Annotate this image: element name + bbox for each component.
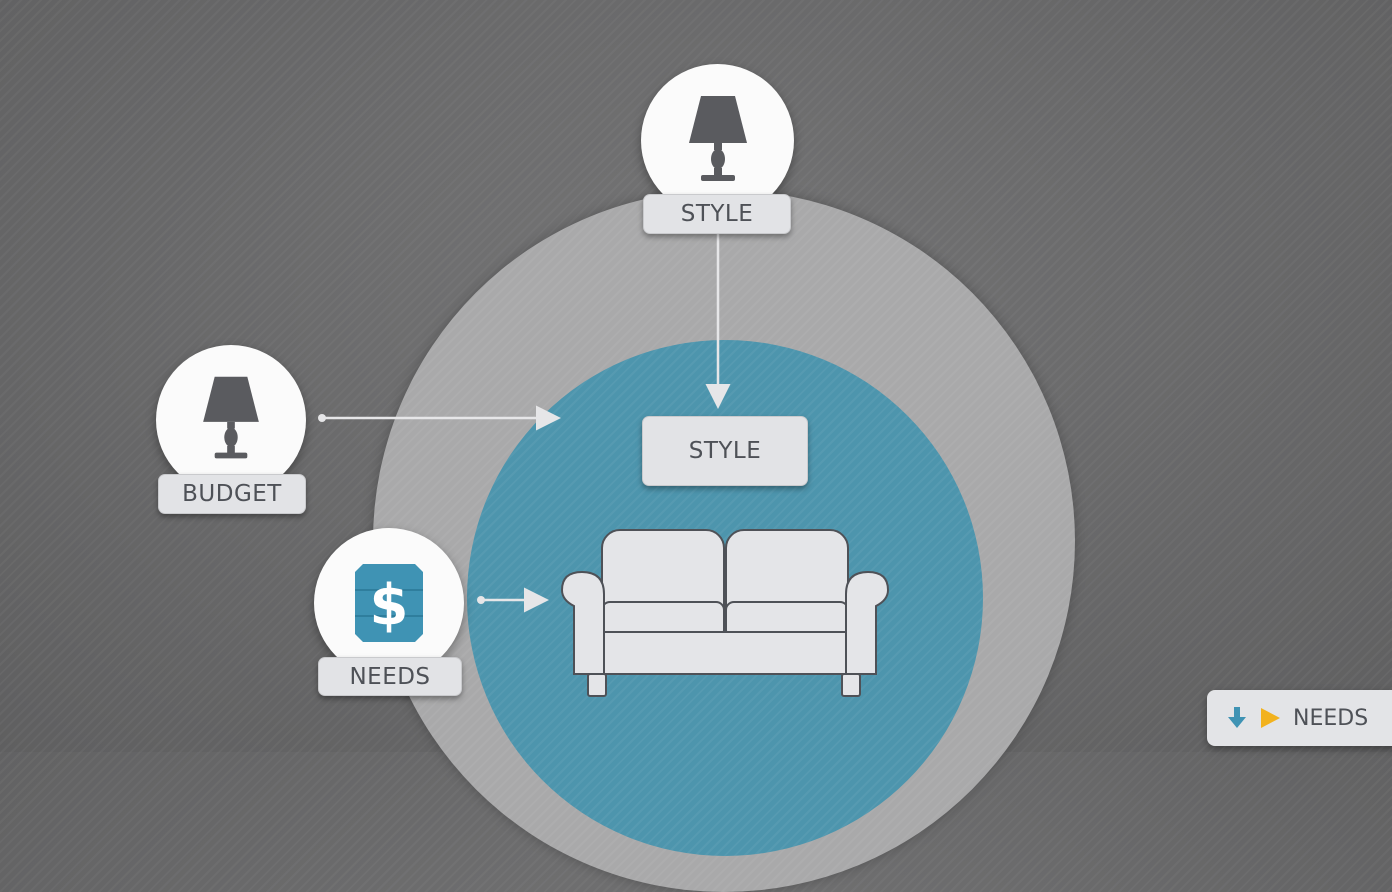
top-node-label: STYLE	[643, 194, 791, 234]
legend-label: NEEDS	[1293, 705, 1369, 731]
lamp-icon	[688, 95, 747, 181]
sofa-icon	[560, 529, 890, 697]
center-label: STYLE	[642, 416, 808, 486]
legend: NEEDS	[1207, 690, 1392, 746]
down-arrow-icon	[1228, 707, 1246, 728]
play-triangle-icon	[1261, 708, 1280, 728]
budget-node-bubble[interactable]	[156, 345, 306, 495]
dollar-sign-icon: $	[355, 564, 423, 642]
top-node-bubble[interactable]	[641, 64, 794, 217]
needs-node-label: NEEDS	[318, 657, 462, 696]
svg-text:$: $	[370, 573, 409, 638]
budget-node-label: BUDGET	[158, 474, 306, 514]
needs-node-bubble[interactable]: $	[314, 528, 464, 678]
lamp-icon	[203, 376, 259, 459]
connectors	[318, 232, 731, 613]
